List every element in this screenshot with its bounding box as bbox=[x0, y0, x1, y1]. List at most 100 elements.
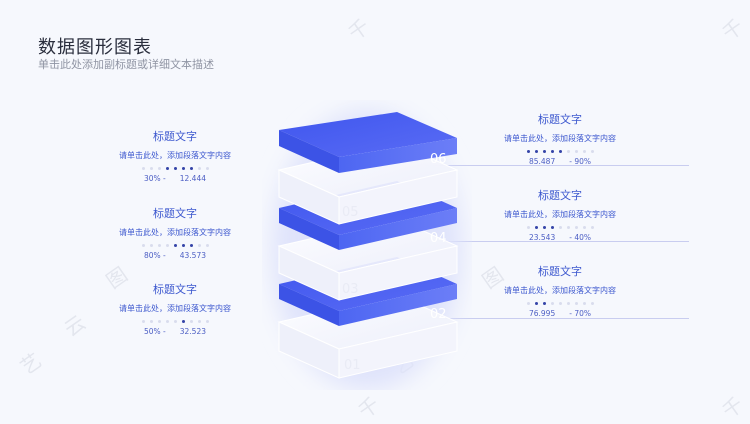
rating-dot-filled bbox=[181, 167, 185, 170]
block-title: 标题文字 bbox=[538, 189, 582, 202]
info-block-right-1: 标题文字 请单击此处，添加段落文字内容 85.487 - 90% bbox=[475, 111, 645, 166]
guide-line bbox=[425, 318, 689, 319]
rating-dots bbox=[90, 244, 260, 247]
stat-value: 43.573 bbox=[179, 251, 206, 260]
rating-dot-empty bbox=[165, 320, 169, 323]
layer-label: 03 bbox=[342, 282, 359, 297]
block-description: 请单击此处，添加段落文字内容 bbox=[504, 286, 616, 295]
rating-dot-empty bbox=[157, 244, 161, 247]
block-description: 请单击此处，添加段落文字内容 bbox=[504, 134, 616, 143]
page-subtitle: 单击此处添加副标题或详细文本描述 bbox=[38, 58, 214, 71]
block-description: 请单击此处，添加段落文字内容 bbox=[504, 210, 616, 219]
stat-percent: - 90% bbox=[569, 157, 591, 166]
rating-dot-empty bbox=[141, 320, 145, 323]
rating-dot-empty bbox=[189, 320, 193, 323]
rating-dots bbox=[475, 302, 645, 305]
stat-percent: 80% - bbox=[143, 251, 166, 260]
stat-value: 76.995 bbox=[528, 309, 556, 318]
rating-dots bbox=[475, 226, 645, 229]
block-title: 标题文字 bbox=[538, 265, 582, 278]
page-title: 数据图形图表 bbox=[38, 37, 152, 58]
rating-dot-empty bbox=[205, 320, 209, 323]
layer-06: 06 bbox=[279, 112, 457, 173]
stat-percent: 30% - bbox=[143, 174, 166, 183]
rating-dot-empty bbox=[582, 226, 586, 229]
rating-dot-filled bbox=[173, 244, 177, 247]
rating-dot-empty bbox=[205, 167, 209, 170]
block-stats: 23.543 - 40% bbox=[475, 233, 645, 242]
rating-dot-filled bbox=[189, 167, 193, 170]
rating-dots bbox=[90, 320, 260, 323]
block-description: 请单击此处，添加段落文字内容 bbox=[119, 228, 231, 237]
watermark-glyph: 千 bbox=[717, 14, 748, 46]
block-stats: 76.995 - 70% bbox=[475, 309, 645, 318]
layer-03: 03 bbox=[277, 218, 459, 301]
rating-dot-empty bbox=[574, 302, 578, 305]
rating-dot-filled bbox=[173, 167, 177, 170]
block-description: 请单击此处，添加段落文字内容 bbox=[119, 304, 231, 313]
stat-value: 32.523 bbox=[179, 327, 206, 336]
rating-dot-empty bbox=[566, 150, 570, 153]
block-stats: 50% - 32.523 bbox=[90, 327, 260, 336]
layer-label: 04 bbox=[430, 231, 447, 246]
rating-dot-filled bbox=[550, 226, 554, 229]
watermark-glyph: 千 bbox=[717, 392, 748, 424]
rating-dot-empty bbox=[558, 226, 562, 229]
watermark-glyph: 云 bbox=[59, 310, 90, 342]
layer-label: 01 bbox=[344, 358, 361, 373]
block-stats: 30% - 12.444 bbox=[90, 174, 260, 183]
rating-dot-empty bbox=[197, 167, 201, 170]
rating-dot-filled bbox=[534, 226, 538, 229]
rating-dot-empty bbox=[574, 226, 578, 229]
rating-dot-empty bbox=[205, 244, 209, 247]
rating-dot-empty bbox=[157, 167, 161, 170]
rating-dot-empty bbox=[197, 244, 201, 247]
watermark-glyph: 千 bbox=[343, 14, 374, 46]
layer-label: 06 bbox=[430, 152, 447, 167]
layer-label: 02 bbox=[430, 307, 447, 322]
rating-dot-filled bbox=[534, 302, 538, 305]
block-title: 标题文字 bbox=[153, 130, 197, 143]
rating-dot-empty bbox=[141, 244, 145, 247]
rating-dot-filled bbox=[542, 150, 546, 153]
rating-dot-empty bbox=[165, 244, 169, 247]
info-block-right-2: 标题文字 请单击此处，添加段落文字内容 23.543 - 40% bbox=[475, 187, 645, 242]
stat-value: 23.543 bbox=[528, 233, 556, 242]
rating-dots bbox=[90, 167, 260, 170]
rating-dot-filled bbox=[165, 167, 169, 170]
rating-dot-empty bbox=[149, 320, 153, 323]
rating-dot-filled bbox=[558, 150, 562, 153]
info-block-left-3: 标题文字 请单击此处，添加段落文字内容 50% - 32.523 bbox=[90, 281, 260, 336]
info-block-left-1: 标题文字 请单击此处，添加段落文字内容 30% - 12.444 bbox=[90, 128, 260, 183]
rating-dot-filled bbox=[550, 150, 554, 153]
stat-percent: - 40% bbox=[569, 233, 591, 242]
rating-dots bbox=[475, 150, 645, 153]
block-stats: 80% - 43.573 bbox=[90, 251, 260, 260]
rating-dot-empty bbox=[582, 150, 586, 153]
stat-percent: - 70% bbox=[569, 309, 591, 318]
rating-dot-empty bbox=[590, 302, 594, 305]
rating-dot-filled bbox=[542, 226, 546, 229]
watermark-glyph: 千 bbox=[353, 392, 384, 424]
rating-dot-empty bbox=[590, 150, 594, 153]
block-title: 标题文字 bbox=[153, 283, 197, 296]
rating-dot-empty bbox=[149, 244, 153, 247]
info-block-right-3: 标题文字 请单击此处，添加段落文字内容 76.995 - 70% bbox=[475, 263, 645, 318]
rating-dot-empty bbox=[590, 226, 594, 229]
rating-dot-empty bbox=[197, 320, 201, 323]
info-block-left-2: 标题文字 请单击此处，添加段落文字内容 80% - 43.573 bbox=[90, 205, 260, 260]
rating-dot-empty bbox=[574, 150, 578, 153]
block-title: 标题文字 bbox=[538, 113, 582, 126]
rating-dot-empty bbox=[141, 167, 145, 170]
layer-stack: 01 02 03 04 05 06 bbox=[272, 110, 462, 390]
rating-dot-empty bbox=[550, 302, 554, 305]
rating-dot-filled bbox=[542, 302, 546, 305]
stat-percent: 50% - bbox=[143, 327, 166, 336]
stat-value: 85.487 bbox=[528, 157, 556, 166]
rating-dot-empty bbox=[582, 302, 586, 305]
rating-dot-filled bbox=[181, 320, 185, 323]
layer-label: 05 bbox=[342, 205, 359, 220]
block-stats: 85.487 - 90% bbox=[475, 157, 645, 166]
guide-line bbox=[425, 241, 689, 242]
rating-dot-empty bbox=[526, 302, 530, 305]
